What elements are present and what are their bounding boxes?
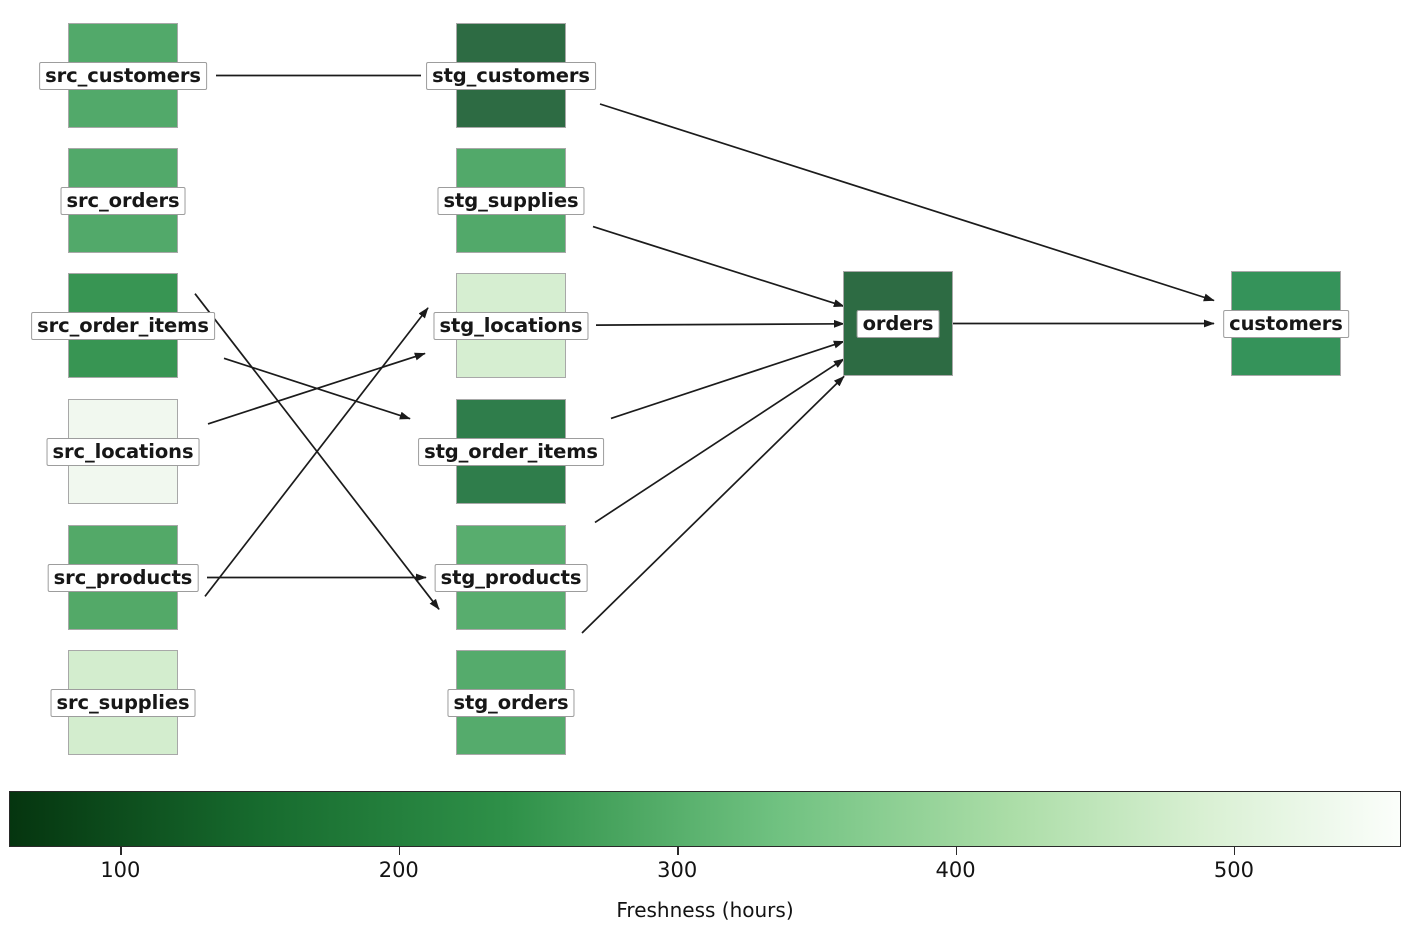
node-label-stg_orders[interactable]: stg_orders [447, 688, 575, 717]
node-label-src_customers[interactable]: src_customers [39, 61, 207, 90]
node-label-stg_order_items[interactable]: stg_order_items [418, 437, 604, 466]
colorbar-tick-500 [1233, 847, 1236, 855]
node-label-stg_customers[interactable]: stg_customers [426, 61, 596, 90]
node-label-src_order_items[interactable]: src_order_items [31, 311, 215, 340]
edge-layer [194, 74, 1215, 634]
colorbar-tick-label-500: 500 [1213, 858, 1254, 882]
edge-stg_orders-to-orders [581, 375, 845, 634]
edge-stg_products-to-orders [594, 358, 845, 524]
colorbar-axis: 100 200 300 400 500 [9, 847, 1401, 887]
colorbar-gradient [9, 791, 1401, 847]
node-label-customers[interactable]: customers [1223, 309, 1349, 338]
edge-src_orders-to-stg_orders [194, 293, 440, 610]
node-label-src_locations[interactable]: src_locations [46, 437, 200, 466]
colorbar-tick-300 [677, 847, 679, 855]
colorbar-tick-label-400: 400 [935, 858, 976, 882]
edge-src_supplies-to-stg_supplies [204, 307, 429, 597]
colorbar-tick-label-300: 300 [657, 858, 698, 882]
colorbar: 100 200 300 400 500 Freshness (hours) [0, 780, 1410, 926]
edge-stg_supplies-to-orders [592, 225, 845, 308]
node-label-stg_products[interactable]: stg_products [434, 563, 588, 592]
node-label-src_orders[interactable]: src_orders [60, 186, 186, 215]
colorbar-title-label: Freshness (hours) [616, 898, 794, 922]
node-label-src_products[interactable]: src_products [47, 563, 199, 592]
node-label-src_supplies[interactable]: src_supplies [50, 688, 196, 717]
edge-src_locations-to-stg_locations [207, 352, 426, 425]
edge-stg_order_items-to-orders [610, 340, 845, 420]
edge-src_order_items-to-stg_order_items [223, 357, 411, 420]
colorbar-tick-200 [398, 847, 401, 855]
colorbar-tick-400 [955, 847, 957, 855]
edge-group [194, 74, 1215, 634]
colorbar-tick-100 [120, 847, 122, 855]
edge-stg_locations-to-orders [595, 319, 845, 328]
colorbar-tick-label-200: 200 [378, 858, 419, 882]
node-label-stg_locations[interactable]: stg_locations [433, 311, 589, 340]
colorbar-tick-label-100: 100 [100, 858, 141, 882]
node-label-stg_supplies[interactable]: stg_supplies [437, 186, 585, 215]
node-label-orders[interactable]: orders [856, 309, 940, 338]
